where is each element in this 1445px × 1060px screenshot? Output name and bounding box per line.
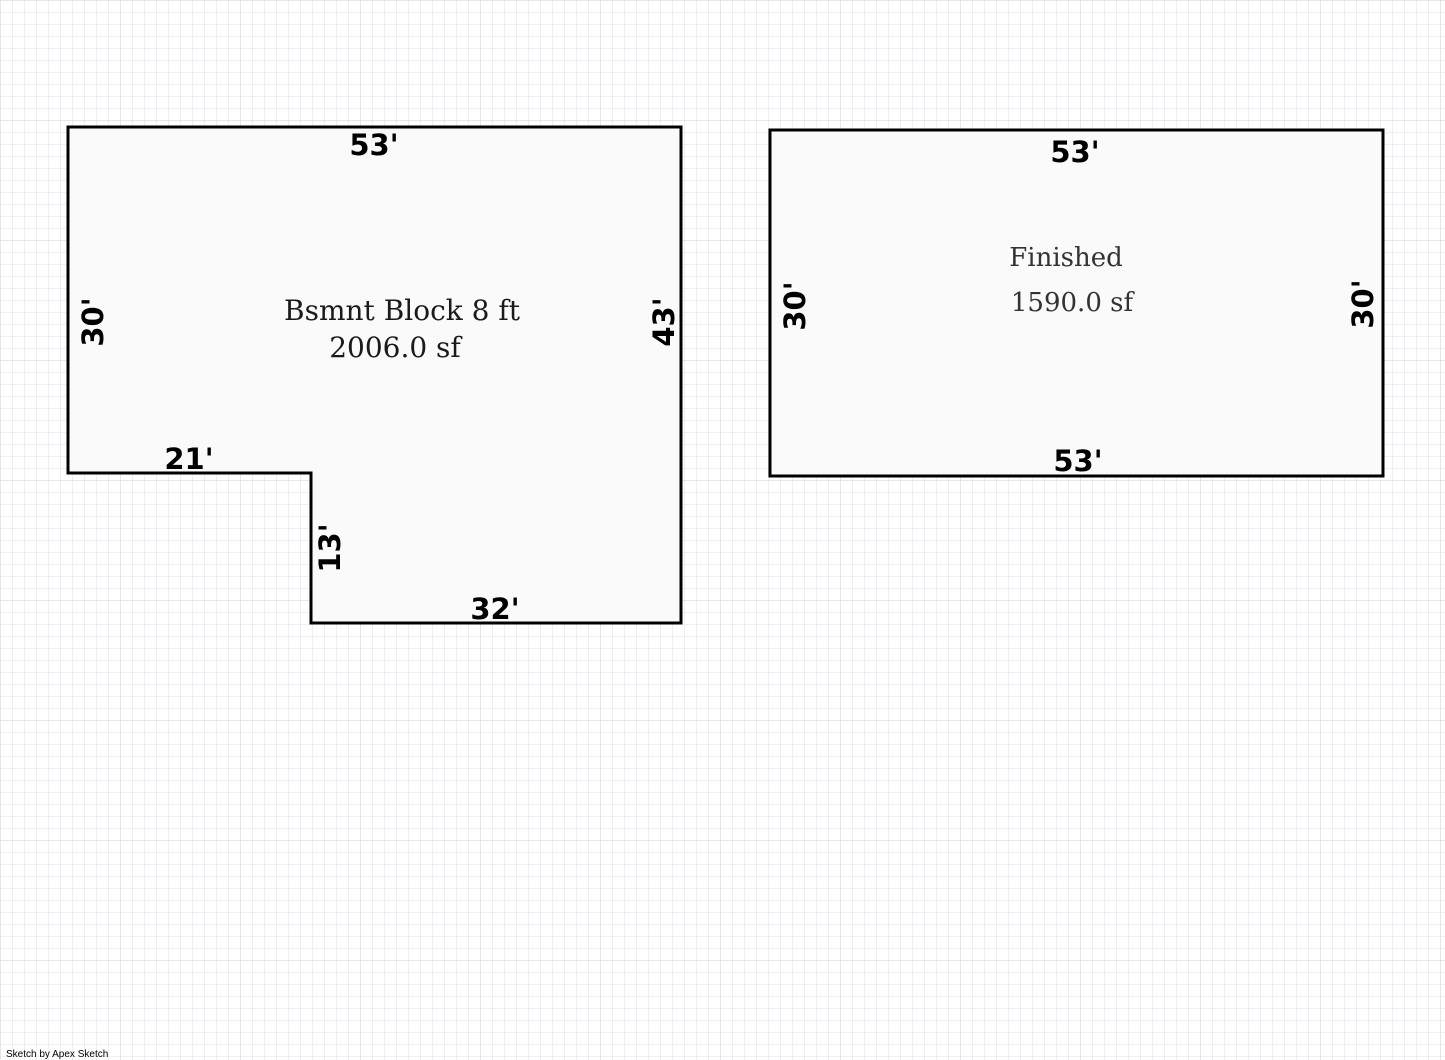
basement-room-name: Bsmnt Block 8 ft: [284, 294, 521, 327]
basement-dim-bottom: 32': [470, 592, 519, 626]
finished-dim-bottom: 53': [1053, 444, 1102, 478]
room-finished[interactable]: 53' 53' 30' 30' Finished 1590.0 sf: [768, 128, 1385, 478]
basement-room-area: 2006.0 sf: [329, 331, 463, 364]
room-basement[interactable]: 53' 30' 43' 21' 13' 32' Bsmnt Block 8 ft…: [66, 125, 683, 626]
finished-dim-top: 53': [1050, 135, 1099, 169]
finished-dim-left: 30': [778, 281, 812, 330]
finished-room-area: 1590.0 sf: [1011, 288, 1136, 318]
basement-dim-top: 53': [349, 128, 398, 162]
basement-dim-step-vertical: 13': [313, 523, 347, 572]
finished-dim-right: 30': [1346, 279, 1380, 328]
finished-outline[interactable]: [768, 128, 1385, 478]
basement-dim-left: 30': [76, 297, 110, 346]
basement-dim-right: 43': [647, 297, 681, 346]
basement-dim-step-horizontal: 21': [164, 442, 213, 476]
finished-room-name: Finished: [1009, 243, 1123, 273]
sketch-credit: Sketch by Apex Sketch: [6, 1049, 108, 1060]
basement-outline[interactable]: [66, 125, 683, 625]
